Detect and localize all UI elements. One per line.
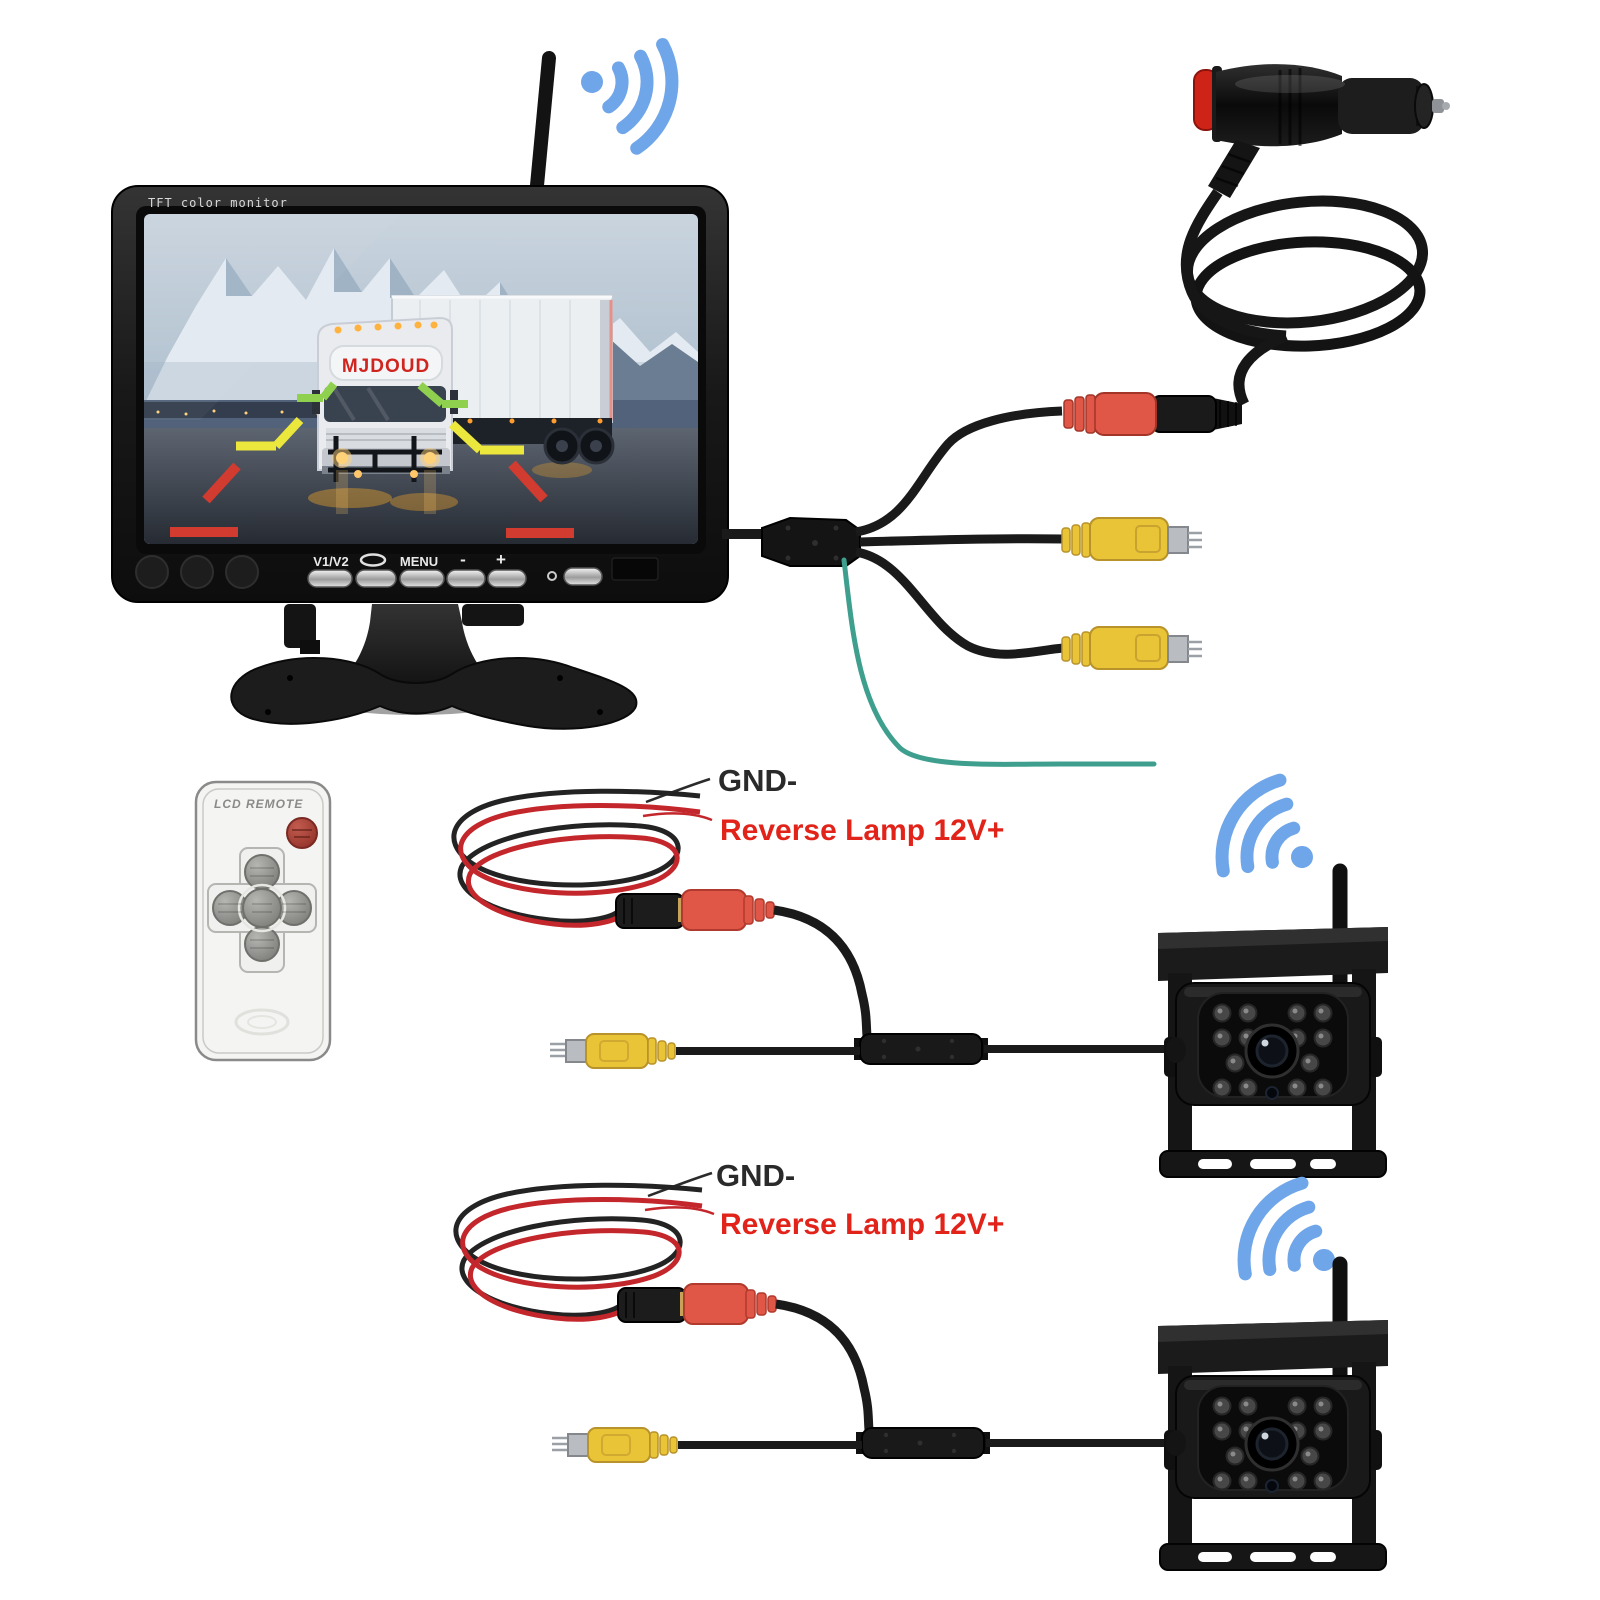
- bezel-hole: [225, 555, 259, 589]
- camera-bottom-cable-stub: [1166, 1430, 1186, 1456]
- remote-emboss-logo: [234, 1008, 290, 1036]
- camera-top-wifi-icon: [1206, 769, 1340, 908]
- camera-top-cable-stub: [1166, 1037, 1186, 1063]
- adapter-coiled-cable: [1180, 188, 1429, 407]
- rear-camera-bottom: [1158, 1264, 1388, 1570]
- video2-branch-cable: [855, 547, 1065, 659]
- car-power-adapter: [1063, 64, 1450, 436]
- gnd-label-bottom: GND-: [716, 1158, 795, 1193]
- menu-button-label: MENU: [400, 554, 438, 569]
- bezel-hole: [180, 555, 214, 589]
- roof-lights: [334, 321, 438, 334]
- monitor-wifi-icon: [568, 27, 682, 153]
- rear-camera-top: [1158, 871, 1388, 1177]
- oval-icon: [359, 553, 387, 567]
- power-button: [563, 567, 603, 586]
- monitor-controls: V1/V2 MENU - +: [135, 550, 659, 589]
- monitor-screen: MJDOUD: [144, 214, 698, 544]
- adapter-strain-relief: [1208, 140, 1260, 198]
- remote-power-button: [286, 817, 318, 849]
- monitor-stand: [230, 604, 638, 730]
- minus-button-label: -: [460, 550, 466, 569]
- stand-base: [230, 656, 638, 730]
- monitor-brand-label: TFT color monitor: [148, 196, 288, 210]
- remote-ok-button: [242, 888, 282, 928]
- minus-button: [446, 569, 486, 588]
- remote-control: LCD REMOTE: [194, 780, 332, 1062]
- green-trigger-wire: [841, 557, 1157, 767]
- harness-video-rca-1: [1060, 516, 1204, 562]
- menu-button: [399, 569, 445, 588]
- power-branch-cable: [855, 406, 1063, 537]
- bezel-hole: [135, 555, 169, 589]
- gnd-label-top: GND-: [718, 763, 797, 798]
- plus-button-label: +: [496, 550, 506, 569]
- remote-title: LCD REMOTE: [214, 797, 303, 811]
- adapter-tip-contact: [1432, 99, 1444, 113]
- monitor-antenna: [529, 51, 556, 203]
- truck-logo-text: MJDOUD: [342, 356, 430, 377]
- v1v2-button-label: V1/V2: [313, 554, 348, 569]
- video1-branch-cable: [859, 534, 1065, 547]
- harness-video-rca-2: [1060, 625, 1204, 671]
- power-indicator-icon: [547, 571, 557, 581]
- monitor: TFT color monitor: [111, 51, 729, 730]
- v1v2-button: [307, 569, 353, 588]
- plus-button: [487, 569, 527, 588]
- reverse-lamp-label-bottom: Reverse Lamp 12V+: [720, 1208, 1004, 1241]
- select-button: [355, 569, 397, 588]
- power-connector-red: [1093, 392, 1157, 436]
- windshield: [324, 386, 446, 422]
- truck: MJDOUD: [312, 295, 615, 514]
- adapter-dc-plug: [1151, 395, 1217, 433]
- bezel-slot: [611, 557, 659, 581]
- reverse-lamp-label-top: Reverse Lamp 12V+: [720, 814, 1004, 847]
- monitor-cable-harness: [722, 406, 1204, 767]
- parking-guide-lines: [170, 381, 574, 538]
